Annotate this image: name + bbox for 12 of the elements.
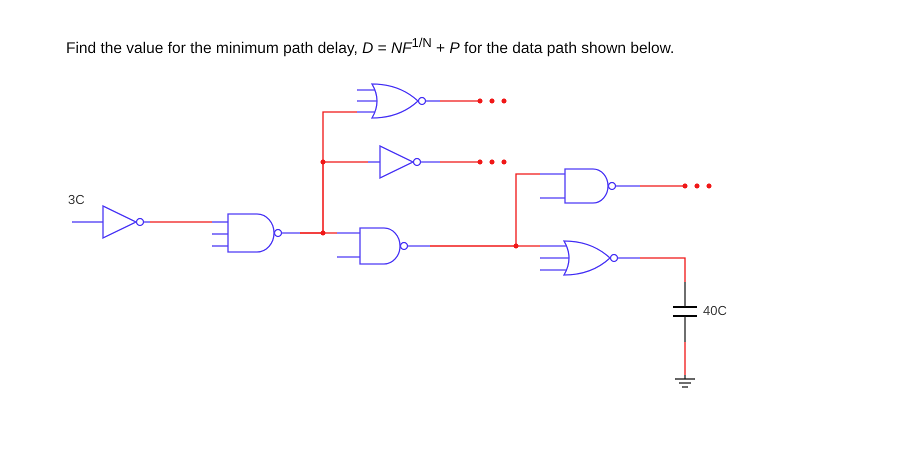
wire: [684, 342, 686, 375]
question-text: Find the value for the minimum path delay, D = NF$^{1/N}$ + P for the data path shown below.: [66, 35, 674, 58]
capacitance-label: 40C: [703, 303, 727, 318]
wire: [72, 221, 88, 223]
wire: [300, 161, 368, 234]
wire: [640, 184, 688, 188]
wire: [430, 245, 540, 247]
wire: [440, 160, 482, 164]
wire: [440, 98, 482, 104]
capacitance-label: 3C: [68, 192, 85, 207]
wire: [640, 257, 686, 282]
wire: [150, 221, 212, 223]
